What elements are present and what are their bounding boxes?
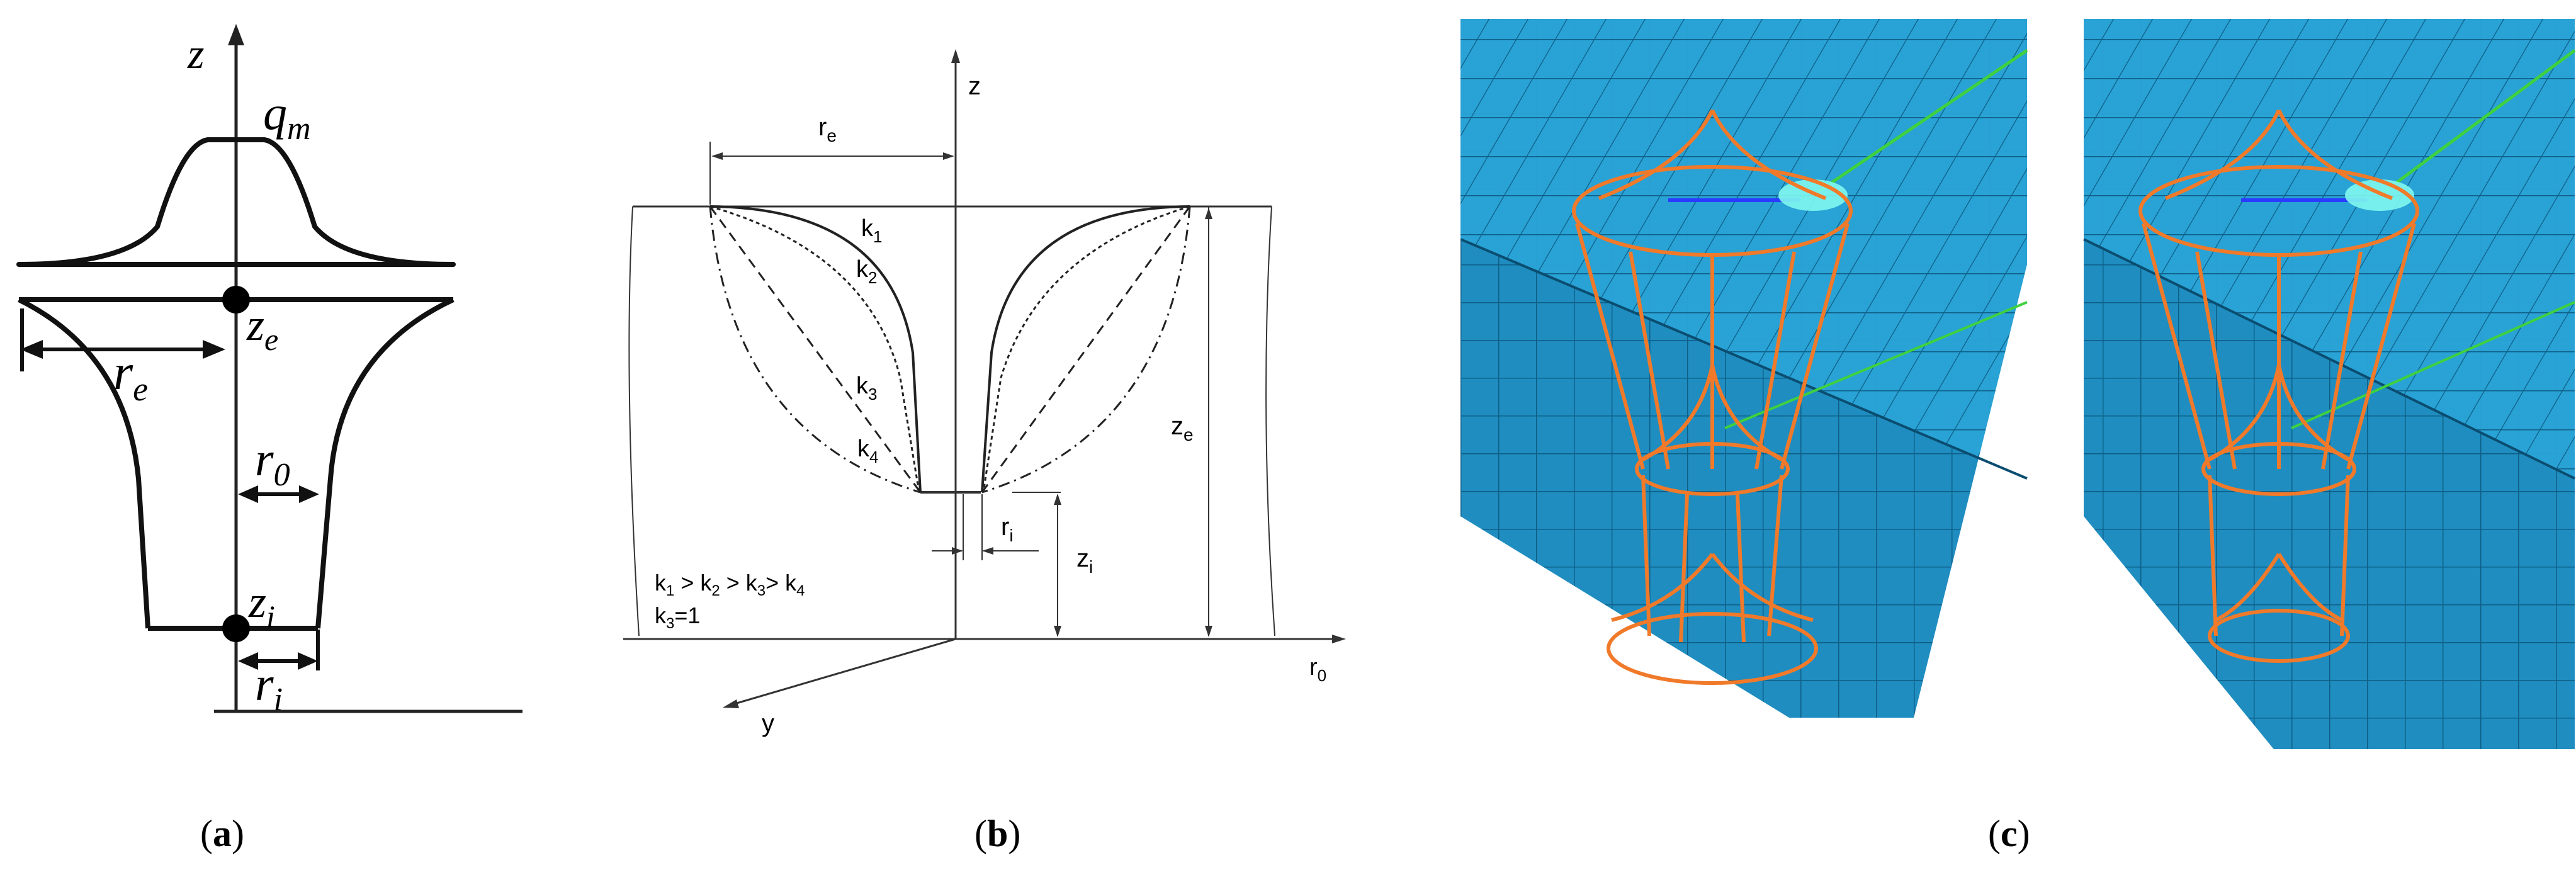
b-y-axis (730, 638, 956, 706)
b-label-k1: k1 (861, 215, 882, 246)
b-label-k4: k4 (857, 436, 878, 466)
profile-left-curve (18, 297, 150, 629)
ze-point (222, 286, 250, 314)
c-mesh-block-right (2083, 19, 2576, 755)
b-label-k3-value: k3=1 (655, 602, 700, 632)
caption-b: (b) (974, 813, 1021, 854)
b-y-arrowhead (723, 699, 739, 708)
b-label-ze: ze (1171, 412, 1194, 444)
caption-a: (a) (200, 813, 244, 854)
c-wireframe-left (1572, 109, 1853, 685)
label-r0: r0 (255, 433, 290, 493)
b-r0-arrowhead (1332, 635, 1346, 643)
c-wireframe-right (2138, 109, 2419, 663)
heat-flux-curve (16, 137, 456, 267)
c-beam-green-4 (2291, 301, 2575, 429)
b-label-ri: ri (1001, 513, 1014, 545)
b-block-left-edge (628, 206, 640, 636)
label-ri: ri (255, 658, 283, 718)
label-zi: zi (248, 577, 275, 634)
panel-c-render (1460, 19, 2576, 755)
profile-right-curve (315, 297, 455, 629)
b-label-k3: k3 (856, 373, 877, 404)
b-label-k-relation: k1 > k2 > k3> k4 (655, 570, 805, 599)
b-label-y: y (762, 710, 774, 737)
b-label-re: re (818, 113, 837, 145)
label-qm: qm (263, 87, 311, 147)
label-ze: ze (246, 300, 278, 357)
b-curve-k3-right (981, 206, 1191, 493)
b-curve-k3-left (709, 206, 922, 493)
b-block-right-edge (1265, 206, 1275, 636)
b-z-arrowhead (951, 49, 960, 63)
panel-a-diagram: z qm ze re r0 zi ri (16, 24, 523, 718)
b-curve-k2-left (709, 205, 920, 493)
c-beam-green-1 (1812, 48, 2028, 197)
panel-b-diagram: z r0 y re ze zi ri k1 k2 k3 k4 k1 > k2 >… (623, 49, 1346, 737)
b-curve-k1-right (981, 205, 1190, 493)
b-curve-k1-left (709, 205, 922, 493)
caption-c: (c) (1988, 813, 2030, 854)
b-label-k2: k2 (856, 256, 877, 287)
c-beam-green-3 (2378, 48, 2576, 197)
zi-point (222, 614, 250, 642)
b-label-z: z (968, 72, 981, 100)
z-axis-arrowhead (228, 24, 244, 45)
c-beam-green-2 (1724, 301, 2028, 429)
b-curve-k2-right (982, 205, 1190, 493)
c-mesh-block-left (1460, 19, 2028, 755)
label-z: z (187, 30, 204, 77)
b-label-zi: zi (1076, 545, 1093, 577)
label-re: re (113, 345, 148, 408)
b-label-r0: r0 (1309, 654, 1326, 685)
